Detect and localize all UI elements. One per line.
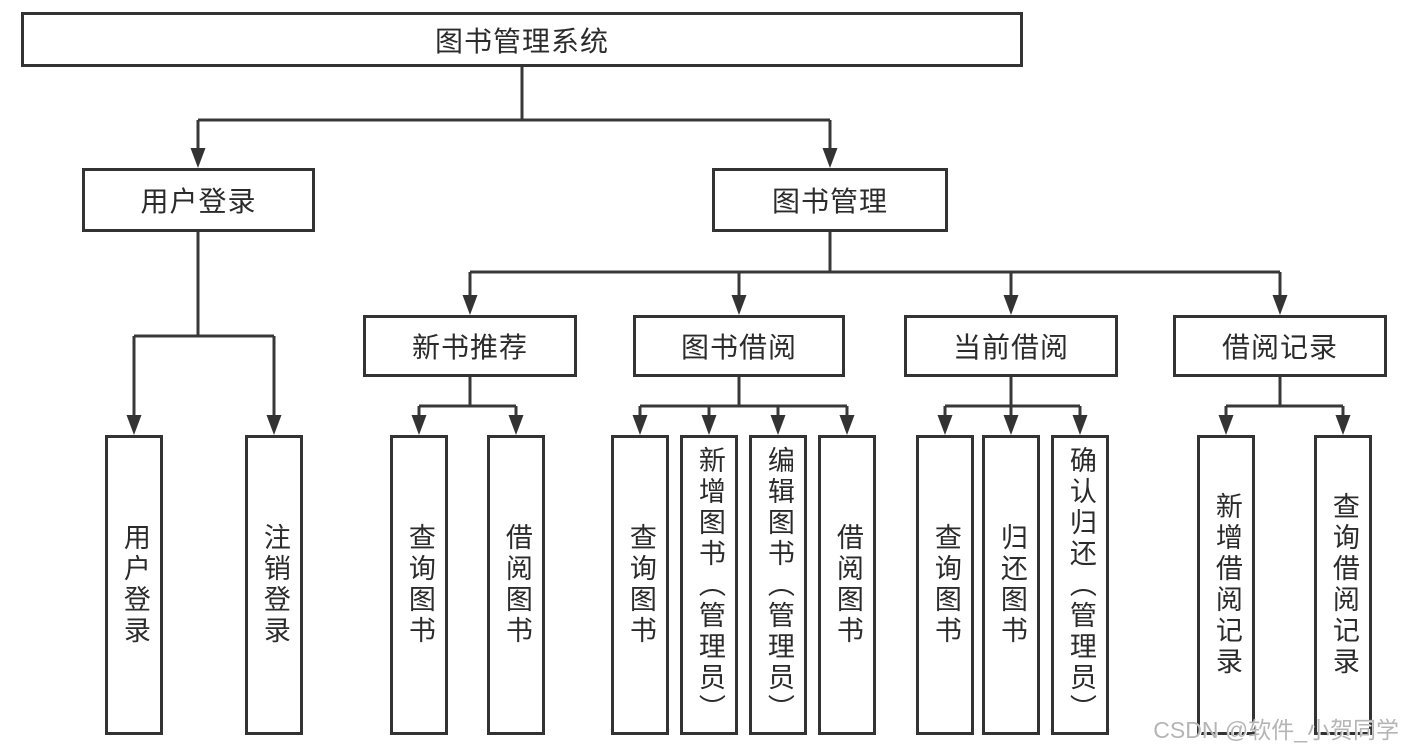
leaf-current-return-books: 归还图书 — [982, 435, 1040, 735]
node-current-borrow-label: 当前借阅 — [952, 332, 1069, 363]
leaf-records-query-record-label: 查询借阅记录 — [1328, 492, 1359, 678]
leaf-newbook-borrow-books: 借阅图书 — [487, 435, 545, 735]
node-new-book-recommend-label: 新书推荐 — [411, 332, 528, 363]
leaf-newbook-borrow-books-label: 借阅图书 — [501, 523, 532, 647]
leaf-borrow-query-books: 查询图书 — [611, 435, 669, 735]
leaf-borrow-add-books-admin: 新增图书（管理员） — [680, 435, 738, 735]
leaf-borrow-edit-books-admin: 编辑图书（管理员） — [749, 435, 807, 735]
node-current-borrow: 当前借阅 — [904, 315, 1118, 377]
node-new-book-recommend: 新书推荐 — [363, 315, 577, 377]
leaf-current-query-books: 查询图书 — [916, 435, 974, 735]
leaf-current-confirm-return-admin: 确认归还（管理员） — [1051, 435, 1109, 735]
leaf-borrow-edit-books-admin-label: 编辑图书（管理员） — [763, 445, 794, 725]
leaf-logout: 注销登录 — [245, 435, 303, 735]
leaf-current-confirm-return-admin-label: 确认归还（管理员） — [1065, 445, 1096, 725]
node-book-management-label: 图书管理 — [771, 186, 888, 217]
arrowhead-icons — [126, 148, 1351, 435]
node-borrow-records-label: 借阅记录 — [1221, 332, 1338, 363]
leaf-borrow-borrow-books-label: 借阅图书 — [832, 523, 863, 647]
leaf-records-query-record: 查询借阅记录 — [1314, 435, 1372, 735]
leaf-current-return-books-label: 归还图书 — [996, 523, 1027, 647]
node-library-system: 图书管理系统 — [21, 12, 1023, 67]
leaf-newbook-query-books: 查询图书 — [390, 435, 448, 735]
leaf-borrow-borrow-books: 借阅图书 — [818, 435, 876, 735]
leaf-records-add-record-label: 新增借阅记录 — [1211, 492, 1242, 678]
leaf-user-login: 用户登录 — [105, 435, 163, 735]
node-book-borrow-label: 图书借阅 — [680, 332, 797, 363]
leaf-newbook-query-books-label: 查询图书 — [404, 523, 435, 647]
node-book-borrow: 图书借阅 — [633, 315, 845, 377]
csdn-watermark: CSDN @软件_小贺同学 — [1153, 717, 1399, 743]
node-book-management: 图书管理 — [712, 168, 948, 232]
node-borrow-records: 借阅记录 — [1173, 315, 1387, 377]
leaf-current-query-books-label: 查询图书 — [930, 523, 961, 647]
leaf-borrow-add-books-admin-label: 新增图书（管理员） — [694, 445, 725, 725]
node-library-system-label: 图书管理系统 — [434, 25, 609, 57]
leaf-logout-label: 注销登录 — [259, 523, 290, 647]
node-user-login: 用户登录 — [82, 168, 315, 232]
leaf-borrow-query-books-label: 查询图书 — [625, 523, 656, 647]
leaf-records-add-record: 新增借阅记录 — [1197, 435, 1255, 735]
node-user-login-label: 用户登录 — [140, 186, 257, 217]
leaf-user-login-label: 用户登录 — [119, 523, 150, 647]
